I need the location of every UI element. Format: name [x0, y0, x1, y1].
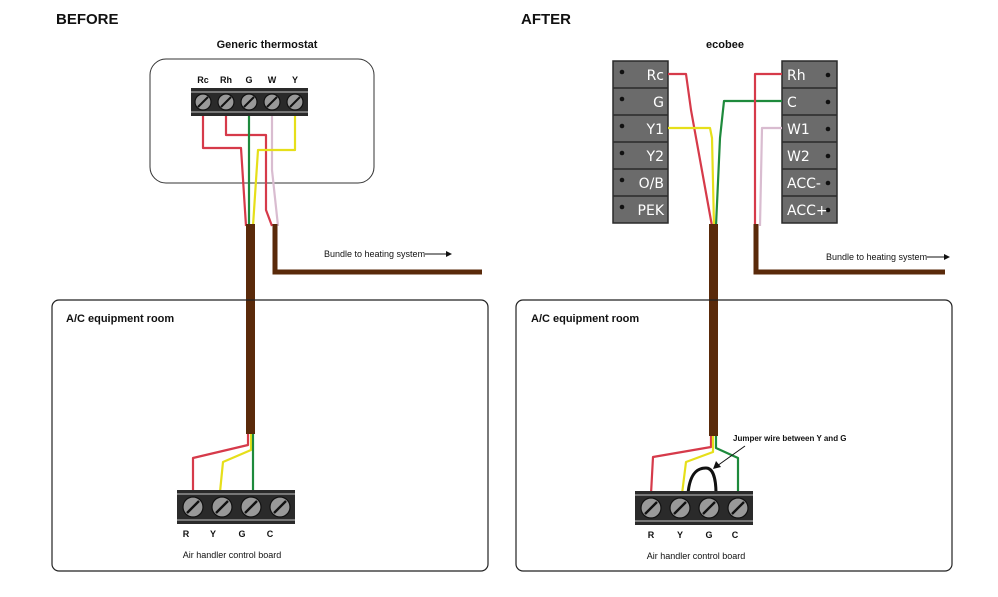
- ecobee-terminal-label: G: [653, 95, 664, 111]
- heating-bundle-cable: [753, 224, 945, 275]
- board-terminal-label: C: [732, 530, 739, 540]
- main-cable: [246, 224, 255, 434]
- ecobee-terminal-label: Rh: [787, 68, 806, 84]
- thermostat-terminal-label: Y: [292, 75, 298, 85]
- thermostat-label: Generic thermostat: [217, 39, 318, 51]
- board-wires: [649, 436, 740, 495]
- thermostat-body: [149, 58, 375, 184]
- jumper-label: Jumper wire between Y and G: [733, 434, 847, 443]
- equipment-room-box: [515, 299, 953, 572]
- ecobee-terminal-label: PEK: [638, 203, 665, 219]
- after-heading: AFTER: [521, 11, 571, 28]
- arrow-right-icon: [927, 254, 950, 260]
- ecobee-terminal-label: Y1: [646, 122, 664, 138]
- ecobee-terminal-label: Y2: [646, 149, 664, 165]
- arrow-pointer-icon: [713, 445, 746, 469]
- board-terminal-label: Y: [210, 529, 216, 539]
- board-terminal-label: Y: [677, 530, 683, 540]
- thermostat-terminal-label: W: [268, 75, 277, 85]
- thermostat-terminal-label: Rh: [220, 75, 232, 85]
- ecobee-terminal-label: ACC-: [787, 176, 821, 192]
- air-handler-terminal-block: [635, 491, 753, 525]
- room-label: A/C equipment room: [66, 313, 174, 325]
- ecobee-terminal-label: C: [787, 95, 797, 111]
- thermostat-terminal-label: G: [245, 75, 252, 85]
- board-terminal-label: R: [648, 530, 655, 540]
- thermostat-terminal-block: [191, 88, 308, 116]
- thermostat-wires: [201, 116, 297, 227]
- heating-bundle-cable: [272, 224, 482, 275]
- ecobee-terminal-label: W1: [787, 122, 810, 138]
- board-terminal-label: R: [183, 529, 190, 539]
- board-terminal-label: G: [705, 530, 712, 540]
- ecobee-terminal-label: O/B: [639, 176, 664, 192]
- board-terminal-label: G: [238, 529, 245, 539]
- ecobee-terminal-label: W2: [787, 149, 810, 165]
- main-cable: [709, 224, 718, 436]
- board-label: Air handler control board: [183, 550, 282, 560]
- thermostat-terminal-label: Rc: [197, 75, 209, 85]
- bundle-label: Bundle to heating system: [324, 249, 425, 259]
- before-heading: BEFORE: [56, 11, 119, 28]
- board-wires: [191, 434, 255, 493]
- ecobee-label: ecobee: [706, 39, 744, 51]
- arrow-right-icon: [425, 251, 452, 257]
- ecobee-terminal-label: ACC+: [787, 203, 828, 219]
- ecobee-wires: [668, 72, 782, 227]
- room-label: A/C equipment room: [531, 313, 639, 325]
- jumper-wire: [686, 466, 718, 495]
- ecobee-left-terminal-column: [612, 60, 669, 224]
- equipment-room-box: [51, 299, 489, 572]
- ecobee-terminal-label: Rc: [647, 68, 664, 84]
- air-handler-terminal-block: [177, 490, 295, 524]
- board-label: Air handler control board: [647, 551, 746, 561]
- board-terminal-label: C: [267, 529, 274, 539]
- ecobee-right-terminal-column: [781, 60, 838, 224]
- bundle-label: Bundle to heating system: [826, 252, 927, 262]
